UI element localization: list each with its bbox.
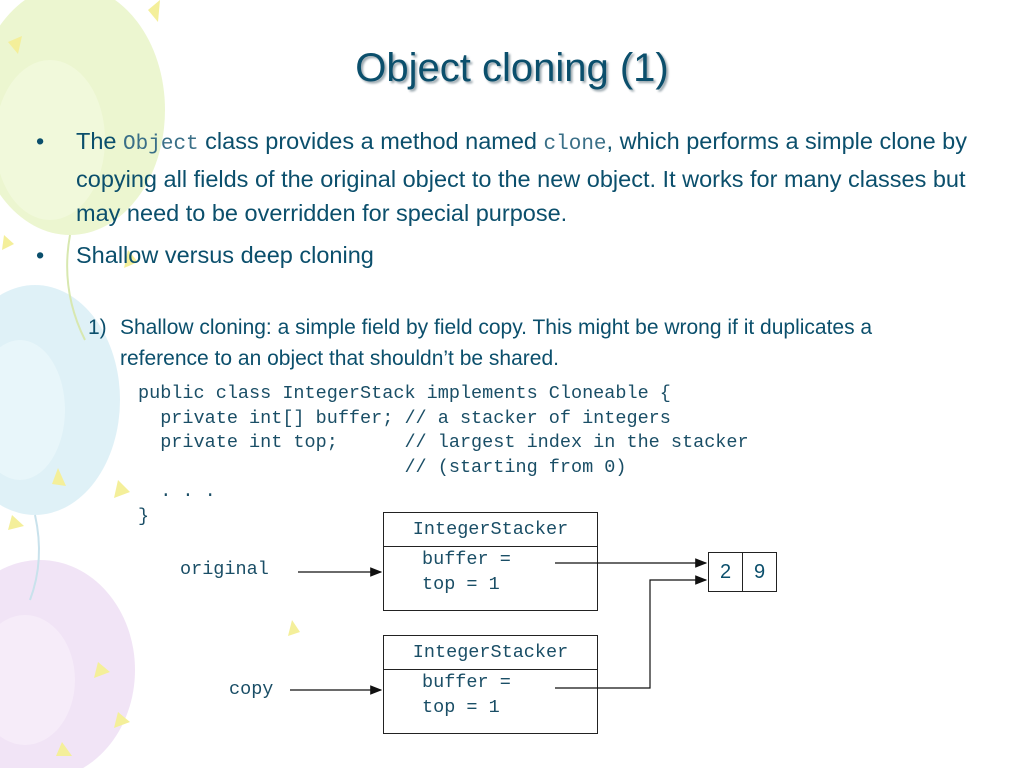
- slide-title: Object cloning (1): [355, 46, 669, 90]
- bullet-text-part: Shallow versus deep cloning: [76, 242, 374, 268]
- sub-item-shallow-cloning: 1) Shallow cloning: a simple field by fi…: [88, 312, 908, 374]
- code-line: // (starting from 0): [138, 456, 627, 478]
- copy-object-box: IntegerStacker buffer = top = 1: [383, 635, 598, 734]
- object-field-buffer: buffer =: [422, 549, 511, 570]
- original-variable-label: original: [180, 559, 269, 580]
- bullet-item-object-clone: • The Object class provides a method nam…: [36, 124, 996, 230]
- bullet-text-part: , which performs a simple clone by copyi…: [76, 128, 968, 226]
- object-field-top: top = 1: [422, 574, 500, 595]
- bullet-text-part: The: [76, 128, 124, 154]
- bullet-text-part: class provides a method named: [198, 128, 544, 154]
- code-line: private int[] buffer; // a stacker of in…: [138, 407, 671, 429]
- code-line: }: [138, 505, 150, 527]
- code-line: private int top; // largest index in the…: [138, 432, 749, 454]
- sub-item-number: 1): [88, 316, 107, 339]
- code-line: . . .: [138, 481, 216, 503]
- array-cell: 2: [719, 561, 732, 583]
- object-box-header: IntegerStacker: [384, 636, 597, 670]
- object-box-header: IntegerStacker: [384, 513, 597, 547]
- original-object-box: IntegerStacker buffer = top = 1: [383, 512, 598, 611]
- bullet-list: • The Object class provides a method nam…: [36, 124, 996, 280]
- code-snippet: public class IntegerStack implements Clo…: [138, 382, 749, 530]
- bullet-marker: •: [36, 242, 45, 268]
- code-term-clone: clone: [543, 133, 607, 156]
- array-cell: 9: [742, 553, 776, 591]
- int-array-box: 2 9: [708, 552, 777, 592]
- object-field-buffer: buffer =: [422, 672, 511, 693]
- sub-item-text: Shallow cloning: a simple field by field…: [120, 316, 873, 370]
- code-term-object: Object: [123, 133, 199, 156]
- bullet-item-shallow-deep: • Shallow versus deep cloning: [36, 238, 996, 272]
- copy-variable-label: copy: [229, 679, 274, 700]
- code-line: public class IntegerStack implements Clo…: [138, 383, 671, 404]
- bullet-marker: •: [36, 128, 45, 154]
- object-field-top: top = 1: [422, 697, 500, 718]
